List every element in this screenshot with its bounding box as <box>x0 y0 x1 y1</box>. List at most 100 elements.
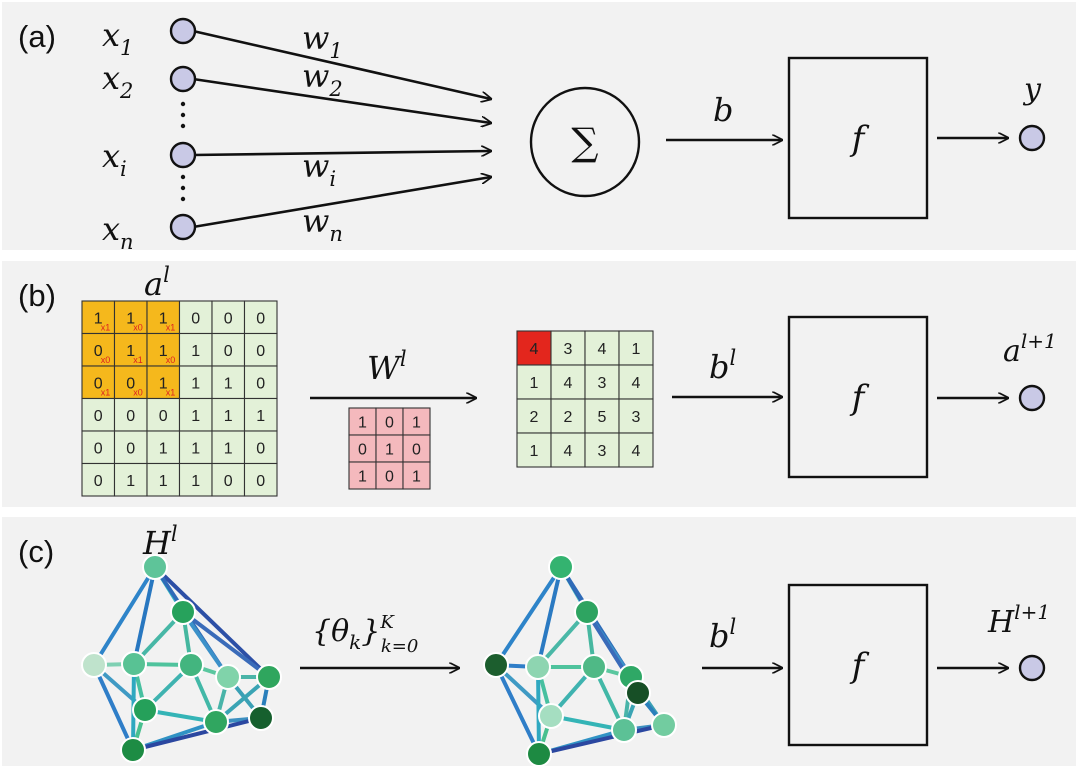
output-label: Hl+1 <box>987 600 1050 640</box>
output-matrix-cell: 2 <box>516 398 552 434</box>
svg-text:3: 3 <box>564 341 573 358</box>
kernel-matrix-cell: 1 <box>402 461 431 490</box>
kernel-matrix-cell: 0 <box>402 434 431 463</box>
input-matrix-cell: 0 <box>178 300 213 335</box>
output-matrix-cell: 1 <box>516 432 552 468</box>
svg-text:1: 1 <box>191 473 200 490</box>
input-matrix-cell: 1x0 <box>113 300 148 335</box>
graph-edge <box>131 716 263 752</box>
input-node-1 <box>169 17 197 45</box>
graph-edge <box>92 565 157 667</box>
svg-text:4: 4 <box>632 443 641 460</box>
kernel-overlay-weight: x0 <box>133 388 143 398</box>
svg-text:0: 0 <box>94 343 103 360</box>
svg-text:0: 0 <box>126 440 135 457</box>
svg-text:0: 0 <box>159 408 168 425</box>
svg-text:2: 2 <box>530 409 539 426</box>
input-matrix-cell: 1 <box>178 332 213 367</box>
graph-node <box>132 697 158 723</box>
graph-edge <box>153 565 271 679</box>
graph-edge <box>92 663 135 752</box>
graph-node <box>625 680 651 706</box>
svg-text:0: 0 <box>256 310 265 327</box>
svg-text:1: 1 <box>126 343 135 360</box>
bias-label: bl <box>709 346 736 386</box>
svg-text:4: 4 <box>632 375 641 392</box>
input-matrix-cell: 1 <box>211 365 246 400</box>
graph-node <box>526 741 552 766</box>
weight-label-n: wn <box>302 202 343 246</box>
kernel-matrix-cell: 1 <box>375 434 404 463</box>
bias-label: bl <box>709 615 736 655</box>
input-matrix-cell: 0 <box>81 462 116 497</box>
svg-text:0: 0 <box>256 343 265 360</box>
svg-text:0: 0 <box>224 310 233 327</box>
graph-node <box>256 664 282 690</box>
input-node-2 <box>169 65 197 93</box>
svg-text:1: 1 <box>412 415 421 432</box>
svg-text:1: 1 <box>191 408 200 425</box>
svg-text:1: 1 <box>159 375 168 392</box>
input-matrix-cell: 1x1 <box>113 332 148 367</box>
output-matrix-cell: 4 <box>550 432 586 468</box>
graph-node <box>203 709 229 735</box>
graph-node <box>248 705 274 731</box>
output-matrix-cell: 3 <box>618 398 654 434</box>
graph-node <box>483 652 509 678</box>
svg-text:0: 0 <box>94 440 103 457</box>
svg-text:1: 1 <box>191 343 200 360</box>
output-matrix-cell: 5 <box>584 398 620 434</box>
input-matrix-cell: 0x1 <box>81 365 116 400</box>
input-matrix-cell: 1x1 <box>81 300 116 335</box>
input-matrix-cell: 0 <box>243 462 278 497</box>
output-node <box>1018 124 1046 152</box>
activation-label: f <box>849 378 870 418</box>
panel-a-tag: (a) <box>18 19 56 54</box>
graph-node <box>581 654 607 680</box>
input-feature-label: al <box>144 263 170 303</box>
svg-text:1: 1 <box>126 310 135 327</box>
svg-text:1: 1 <box>358 415 367 432</box>
input-node-i <box>169 141 197 169</box>
input-matrix-cell: 1 <box>146 462 181 497</box>
svg-text:1: 1 <box>412 469 421 486</box>
graph-node <box>611 717 637 743</box>
graph-node <box>574 599 600 625</box>
graph-node <box>81 652 107 678</box>
input-matrix-cell: 1 <box>113 462 148 497</box>
graph-node <box>142 554 168 580</box>
input-matrix-cell: 1 <box>146 430 181 465</box>
output-graph <box>483 554 677 766</box>
input-matrix-cell: 0 <box>243 430 278 465</box>
input-matrix-cell: 1x1 <box>146 365 181 400</box>
activation-box <box>787 583 929 747</box>
graph-edge <box>132 565 157 666</box>
weight-label-i: wi <box>302 147 336 191</box>
output-matrix-cell: 4 <box>584 330 620 366</box>
graph-edge <box>494 565 563 667</box>
svg-text:3: 3 <box>632 409 641 426</box>
svg-text:1: 1 <box>191 375 200 392</box>
graph-node <box>178 652 204 678</box>
graph-node <box>651 712 677 738</box>
activation-label: f <box>849 119 870 159</box>
svg-text:0: 0 <box>126 375 135 392</box>
graph-edge <box>536 565 563 669</box>
svg-text:1: 1 <box>256 408 265 425</box>
kernel-overlay-weight: x0 <box>133 323 143 333</box>
graph-node <box>548 554 574 580</box>
svg-text:4: 4 <box>564 375 573 392</box>
graph-edge <box>181 610 230 679</box>
svg-text:0: 0 <box>224 343 233 360</box>
input-matrix-cell: 1x0 <box>146 332 181 367</box>
svg-text:1: 1 <box>191 440 200 457</box>
svg-text:0: 0 <box>94 408 103 425</box>
svg-text:1: 1 <box>159 310 168 327</box>
input-matrix-cell: 0x0 <box>81 332 116 367</box>
kernel-matrix-cell: 1 <box>348 407 377 436</box>
output-matrix-cell: 4 <box>550 364 586 400</box>
